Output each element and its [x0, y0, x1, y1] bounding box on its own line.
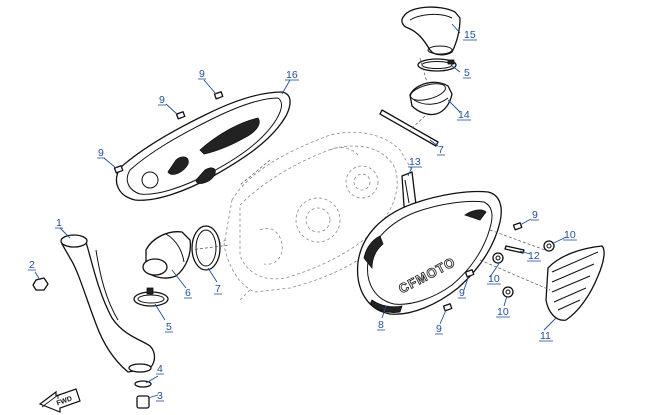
callout-5-upper: 5	[464, 67, 470, 79]
hose-clamp-upper	[417, 58, 457, 72]
callout-4: 4	[157, 363, 163, 375]
cvt-cover: CFMOTO	[356, 190, 502, 315]
callout-9-a: 9	[199, 68, 205, 80]
gasket-strip-right	[379, 109, 439, 147]
callout-labels: 1 2 3 4 5 6 7 9 9 9 16 15 5 14 7 13 9 10	[28, 29, 577, 402]
callout-9-c: 9	[98, 147, 104, 159]
callout-7-left: 7	[215, 283, 221, 295]
screw-12	[504, 245, 525, 254]
callout-5-lower: 5	[166, 321, 172, 333]
callout-3: 3	[157, 390, 163, 402]
alignment-dashes	[189, 57, 551, 291]
callout-8: 8	[378, 319, 384, 331]
callout-10-a: 10	[564, 229, 576, 241]
hose-clamp-lower	[133, 287, 169, 307]
bolt-fasteners	[113, 91, 523, 312]
forward-direction-arrow: FWD	[38, 388, 81, 413]
callout-10-b: 10	[488, 273, 500, 285]
leader-lines	[34, 23, 567, 399]
callout-14: 14	[458, 109, 470, 121]
intake-pipe	[60, 234, 156, 373]
callout-16: 16	[286, 69, 298, 81]
callout-7-right: 7	[438, 144, 444, 156]
callout-9-f: 9	[436, 323, 442, 335]
callout-1: 1	[56, 217, 62, 229]
callout-11: 11	[540, 330, 551, 342]
callout-9-e: 9	[459, 287, 465, 299]
intake-duct	[401, 6, 461, 56]
grommets	[492, 240, 555, 298]
callout-2: 2	[29, 259, 35, 271]
callout-15: 15	[464, 29, 476, 41]
callout-12: 12	[528, 250, 540, 262]
callout-9-b: 9	[159, 94, 165, 106]
callout-13: 13	[409, 156, 421, 168]
cap-3	[136, 395, 150, 409]
callout-10-c: 10	[497, 306, 509, 318]
callout-6: 6	[185, 287, 191, 299]
outer-grille-panel	[545, 245, 605, 321]
cvt-outer-cover	[115, 91, 291, 201]
callout-9-d: 9	[532, 209, 538, 221]
intake-boot	[409, 81, 453, 116]
nut-2	[32, 277, 49, 291]
elbow-boot	[142, 231, 192, 279]
